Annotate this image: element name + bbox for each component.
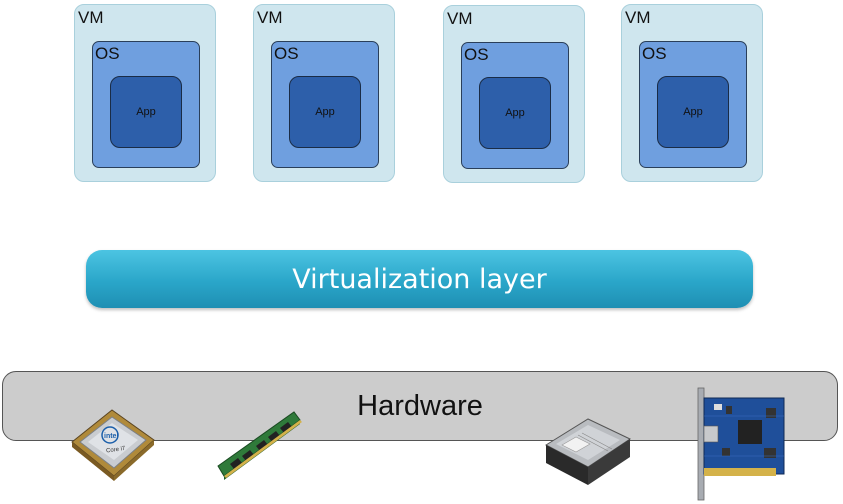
vm-label: VM — [78, 8, 104, 27]
app-box: App — [289, 76, 361, 148]
app-box: App — [479, 77, 551, 149]
cpu-model-text: Core i7 — [106, 446, 127, 455]
os-box: OS App — [92, 41, 200, 168]
os-label: OS — [274, 44, 299, 63]
vm-box: VM OS App — [253, 4, 395, 182]
vm-label: VM — [447, 9, 473, 28]
os-label: OS — [464, 45, 489, 64]
vm-box: VM OS App — [621, 4, 763, 182]
vm-label: VM — [625, 8, 651, 27]
ram-module-icon — [217, 411, 302, 480]
os-box: OS App — [639, 41, 747, 168]
os-label: OS — [642, 44, 667, 63]
os-box: OS App — [271, 41, 379, 168]
cpu-brand-text: intel — [104, 433, 118, 440]
os-label: OS — [95, 44, 120, 63]
app-box: App — [657, 76, 729, 148]
vm-label: VM — [257, 8, 283, 27]
cpu-icon: intel Core i7 — [71, 409, 155, 481]
app-box: App — [110, 76, 182, 148]
vm-box: VM OS App — [74, 4, 216, 182]
vm-box: VM OS App — [443, 5, 585, 183]
virtualization-layer: Virtualization layer — [86, 250, 753, 308]
hard-drive-icon — [544, 418, 632, 485]
hardware-label: Hardware — [357, 390, 483, 422]
os-box: OS App — [461, 42, 569, 169]
network-card-icon — [697, 387, 785, 501]
